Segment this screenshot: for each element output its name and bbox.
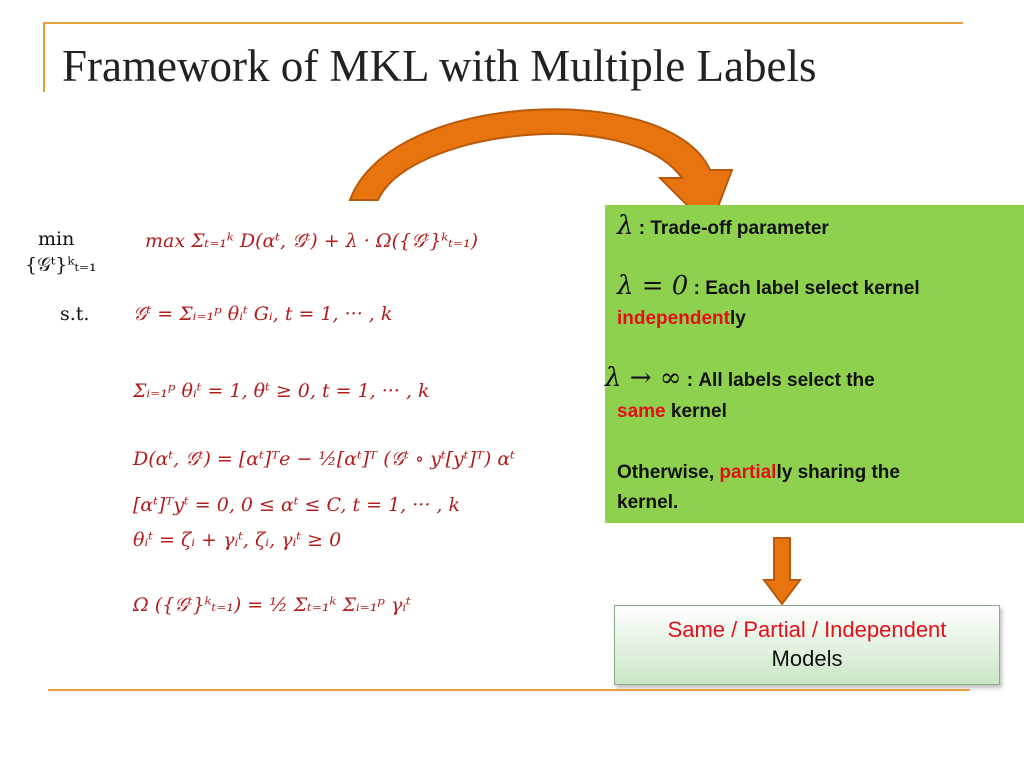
lambda-def-text: Trade-off parameter <box>650 218 829 239</box>
lambda-separator: : <box>638 218 646 239</box>
lambda-zero-math: λ = 0 <box>617 271 689 301</box>
formula-st: s.t. <box>60 303 90 325</box>
same-word: same <box>617 401 666 422</box>
footer-accent-line <box>48 689 970 691</box>
lambda-zero-text: : Each label select kernel <box>693 278 920 299</box>
slide-title: Framework of MKL with Multiple Labels <box>62 41 817 91</box>
formula-objective: max Σₜ₌₁ᵏ D(αᵗ, 𝒢ᵗ) + λ · Ω({𝒢ᵗ}ᵏₜ₌₁) <box>145 230 479 252</box>
line-lambda-inf: λ → ∞ : All labels select the <box>605 363 875 393</box>
down-arrow-icon <box>762 537 802 606</box>
title-accent-vertical <box>43 22 45 92</box>
otherwise-suffix: ly sharing the <box>776 462 900 483</box>
formula-min-sub: {𝒢ᵗ}ᵏₜ₌₁ <box>25 254 97 276</box>
same-suffix: kernel <box>665 401 727 422</box>
explanation-box: λ : Trade-off parameter λ = 0 : Each lab… <box>605 205 1024 523</box>
formula-min: min <box>38 228 75 250</box>
line-otherwise: Otherwise, partially sharing the <box>617 462 900 484</box>
independent-word: independent <box>617 308 730 329</box>
formula-constraint-4: [αᵗ]ᵀyᵗ = 0, 0 ≤ αᵗ ≤ C, t = 1, ··· , k <box>133 494 460 516</box>
independent-suffix: ly <box>729 308 746 329</box>
formula-constraint-5: θᵢᵗ = ζᵢ + γᵢᵗ, ζᵢ, γᵢᵗ ≥ 0 <box>133 529 342 551</box>
line-lambda-zero-cont: independently <box>617 308 746 330</box>
title-accent-line <box>43 22 963 24</box>
lambda-inf-math: λ → ∞ <box>605 363 682 393</box>
otherwise-prefix: Otherwise, <box>617 462 720 483</box>
lambda-inf-text: : All labels select the <box>686 370 875 391</box>
line-lambda-def: λ : Trade-off parameter <box>617 211 829 241</box>
models-box: Same / Partial / Independent Models <box>614 605 1000 685</box>
line-otherwise-cont: kernel. <box>617 492 679 513</box>
curved-arrow-icon <box>348 108 734 230</box>
models-line-2: Models <box>771 646 843 671</box>
models-line-1: Same / Partial / Independent <box>667 617 947 642</box>
line-lambda-zero: λ = 0 : Each label select kernel <box>617 271 920 301</box>
formula-constraint-1: 𝒢ᵗ = Σᵢ₌₁ᵖ θᵢᵗ Gᵢ, t = 1, ··· , k <box>133 303 393 325</box>
formula-constraint-3: D(αᵗ, 𝒢ᵗ) = [αᵗ]ᵀe − ½[αᵗ]ᵀ (𝒢ᵗ ∘ yᵗ[yᵗ]… <box>133 448 515 470</box>
formula-constraint-6: Ω ({𝒢ᵗ}ᵏₜ₌₁) = ½ Σₜ₌₁ᵏ Σᵢ₌₁ᵖ γᵢᵗ <box>133 594 411 616</box>
line-lambda-inf-cont: same kernel <box>617 401 727 423</box>
lambda-symbol: λ <box>617 211 634 241</box>
partial-word: partial <box>719 462 777 483</box>
formula-constraint-2: Σᵢ₌₁ᵖ θᵢᵗ = 1, θᵗ ≥ 0, t = 1, ··· , k <box>133 380 430 402</box>
